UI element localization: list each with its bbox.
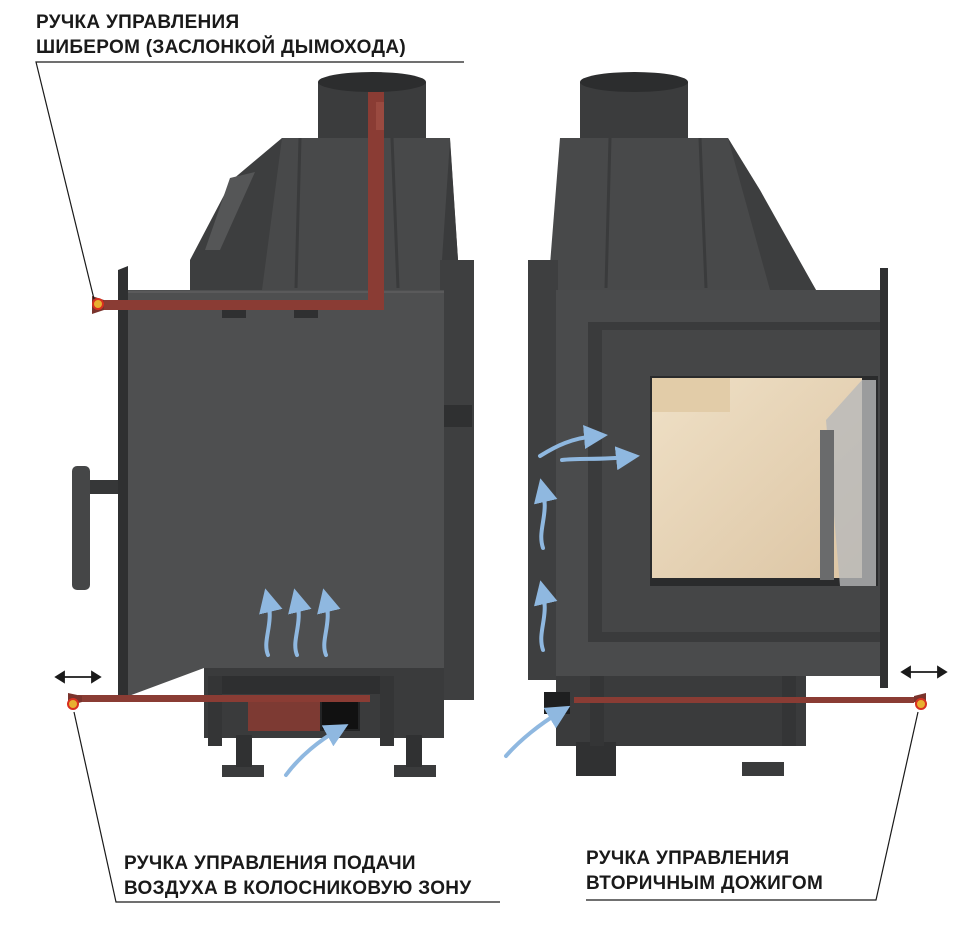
door-handle-side[interactable] xyxy=(72,466,118,590)
air-label-line1: РУЧКА УПРАВЛЕНИЯ ПОДАЧИ xyxy=(124,853,416,874)
airflow-arrows-side xyxy=(259,588,349,777)
secondary-label-line1: РУЧКА УПРАВЛЕНИЯ xyxy=(586,848,790,869)
airflow-arrow-icon xyxy=(288,588,312,657)
airflow-arrow-icon xyxy=(317,588,341,657)
fireplace-side-view xyxy=(67,72,474,777)
air-label-line2: ВОЗДУХА В КОЛОСНИКОВУЮ ЗОНУ xyxy=(124,878,472,899)
damper-handle-label: РУЧКА УПРАВЛЕНИЯ ШИБЕРОМ (ЗАСЛОНКОЙ ДЫМО… xyxy=(36,10,406,60)
air-supply-knob-icon[interactable] xyxy=(67,698,79,710)
chimney-collar-right xyxy=(580,72,688,140)
damper-knob-icon[interactable] xyxy=(92,298,104,310)
airflow-arrow-icon xyxy=(533,478,558,550)
leader-lines xyxy=(35,61,919,903)
main-body-left xyxy=(118,290,444,700)
airflow-arrow-icon xyxy=(259,588,283,657)
airflow-arrow-icon xyxy=(284,724,349,777)
secondary-burn-handle-label: РУЧКА УПРАВЛЕНИЯ ВТОРИЧНЫМ ДОЖИГОМ xyxy=(586,846,823,896)
slide-arrow-left-icon xyxy=(54,670,102,684)
fireplace-front-view xyxy=(504,72,927,776)
fireplace-glass xyxy=(650,376,878,586)
airflow-arrows-front xyxy=(504,425,640,758)
airflow-arrow-icon xyxy=(504,705,571,758)
airflow-arrow-icon xyxy=(538,425,608,458)
damper-label-line2: ШИБЕРОМ (ЗАСЛОНКОЙ ДЫМОХОДА) xyxy=(36,37,406,58)
airflow-arrow-icon xyxy=(560,446,640,471)
slide-arrow-right-icon xyxy=(900,665,948,679)
secondary-label-line2: ВТОРИЧНЫМ ДОЖИГОМ xyxy=(586,873,824,894)
air-supply-handle-label: РУЧКА УПРАВЛЕНИЯ ПОДАЧИ ВОЗДУХА В КОЛОСН… xyxy=(124,851,471,901)
rear-panel-left xyxy=(440,260,474,700)
airflow-arrow-icon xyxy=(533,580,558,652)
damper-label-line1: РУЧКА УПРАВЛЕНИЯ xyxy=(36,12,240,33)
secondary-knob-icon[interactable] xyxy=(915,698,927,710)
